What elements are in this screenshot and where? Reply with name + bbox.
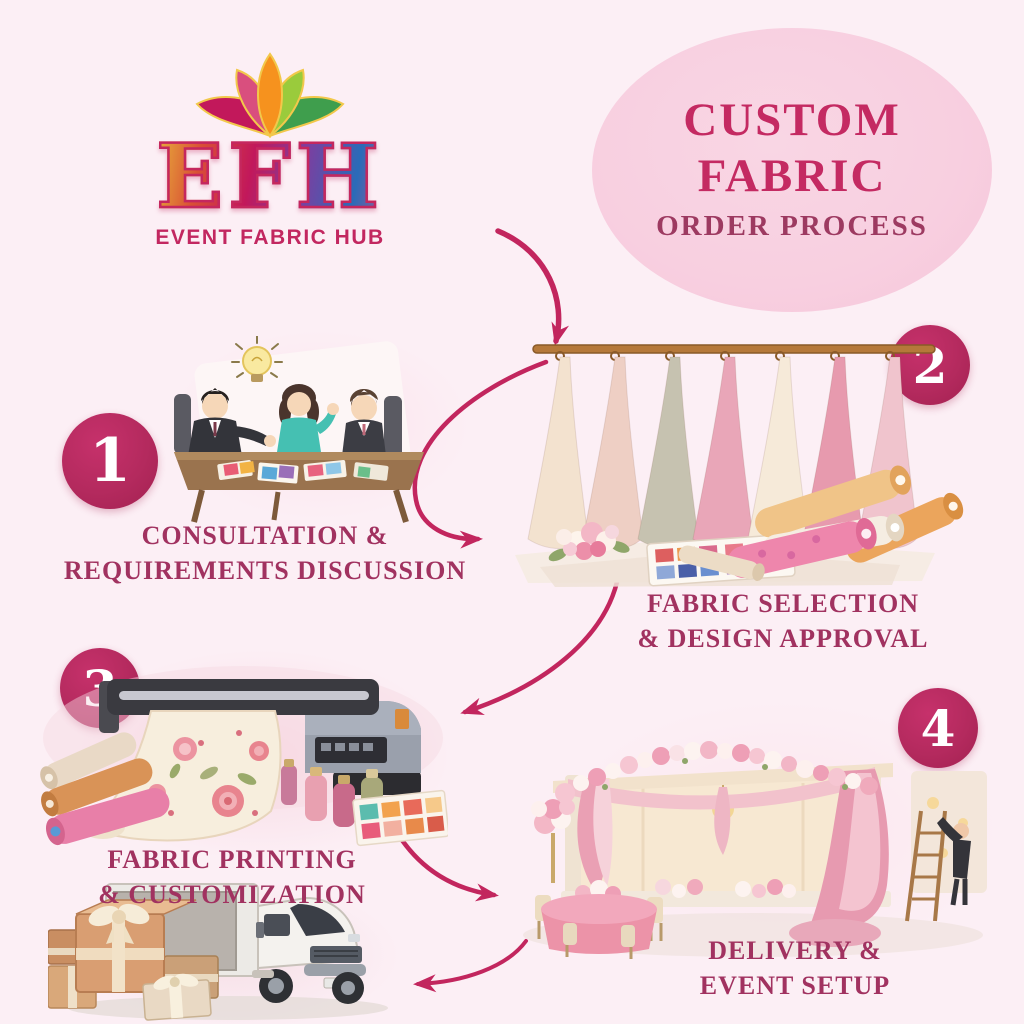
step-4-badge: 4 — [898, 688, 978, 768]
step-1-label-line-2: REQUIREMENTS DISCUSSION — [63, 556, 467, 585]
step-3-label: FABRIC PRINTING & CUSTOMIZATION — [12, 842, 452, 912]
floral-garland — [555, 741, 878, 803]
guest-table — [535, 880, 663, 959]
brand-logo: EFH EVENT FABRIC HUB — [110, 48, 430, 250]
person-right — [342, 388, 386, 456]
logo-abbr: EFH — [110, 131, 430, 222]
step-3-label-line-1: FABRIC PRINTING — [107, 845, 357, 874]
package-stack — [48, 899, 219, 1021]
arrow-step4-to-van — [413, 939, 528, 993]
blank-rolls — [40, 732, 170, 846]
color-chart — [352, 789, 448, 847]
flower-pillar — [531, 799, 575, 883]
step-1-label-line-1: CONSULTATION & — [141, 521, 389, 550]
stage-flowers — [655, 879, 796, 898]
swatch-papers — [217, 459, 389, 484]
step-4-label-line-1: DELIVERY & — [708, 936, 882, 965]
title-line-2: FABRIC — [697, 150, 887, 202]
step-2-label-line-2: & DESIGN APPROVAL — [637, 624, 929, 653]
title-line-1: CUSTOM — [683, 94, 901, 146]
step-1-badge: 1 — [62, 413, 158, 509]
step-3-label-line-2: & CUSTOMIZATION — [98, 880, 366, 909]
printer — [99, 679, 421, 795]
logo-wordmark: EVENT FABRIC HUB — [155, 226, 385, 249]
fabric-rack-illustration — [500, 323, 965, 595]
step-4-label-line-2: EVENT SETUP — [699, 971, 891, 1000]
fabric-rolls — [678, 465, 964, 581]
event-stage-illustration — [513, 683, 995, 965]
lotus-icon — [195, 52, 345, 138]
worker-on-ladder — [905, 810, 971, 922]
step-4-label: DELIVERY & EVENT SETUP — [575, 933, 1015, 1003]
step-1-label: CONSULTATION & REQUIREMENTS DISCUSSION — [15, 518, 515, 588]
person-center — [277, 384, 339, 452]
lightbulb-icon — [231, 336, 283, 382]
title-line-3: ORDER PROCESS — [656, 210, 928, 242]
stage-drapes — [568, 767, 889, 947]
meeting-table — [174, 452, 424, 523]
delivery-van-illustration — [48, 870, 390, 1024]
step-2-label: FABRIC SELECTION & DESIGN APPROVAL — [563, 586, 1003, 656]
consultation-meeting-illustration — [158, 336, 443, 532]
flower-bouquet — [548, 522, 630, 562]
step-2-label-line-1: FABRIC SELECTION — [647, 589, 919, 618]
gift-box-small — [142, 973, 212, 1021]
gift-box-large — [75, 899, 197, 993]
fabric-printer-illustration — [33, 653, 448, 855]
person-left — [188, 388, 276, 456]
title-ellipse: CUSTOM FABRIC ORDER PROCESS — [592, 28, 992, 312]
